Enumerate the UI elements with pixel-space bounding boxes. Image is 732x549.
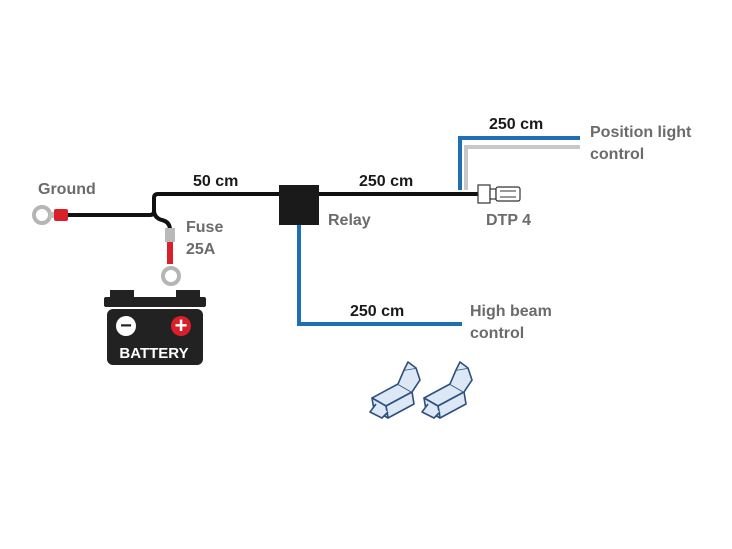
fuse-rating-label: 25A bbox=[186, 241, 216, 258]
length-position-light: 250 cm bbox=[489, 116, 543, 133]
position-light-grey-wire bbox=[464, 145, 580, 190]
battery-negative-icon bbox=[116, 316, 136, 336]
fuse-red-wire bbox=[167, 242, 173, 264]
battery-label: BATTERY bbox=[119, 345, 188, 362]
length-high-beam: 250 cm bbox=[350, 303, 404, 320]
dtp4-connector bbox=[477, 184, 521, 204]
position-light-label-line2: control bbox=[590, 146, 644, 163]
battery: − + BATTERY bbox=[104, 290, 206, 365]
battery-negative-symbol: − bbox=[120, 315, 132, 337]
relay-box bbox=[279, 185, 319, 225]
battery-positive-symbol: + bbox=[175, 313, 188, 338]
position-light-blue-wire bbox=[458, 136, 580, 190]
fuse-label: Fuse bbox=[186, 219, 223, 236]
battery-positive-icon bbox=[171, 316, 191, 336]
high-beam-label-line1: High beam bbox=[470, 303, 552, 320]
position-light-label-line1: Position light bbox=[590, 124, 692, 141]
ground-red-sleeve bbox=[54, 209, 68, 221]
high-beam-wire bbox=[297, 210, 462, 326]
fuse-black-lead bbox=[152, 209, 172, 231]
ground-ring-terminal bbox=[32, 205, 52, 225]
relay-label: Relay bbox=[328, 212, 371, 229]
tap-connector-right-icon bbox=[421, 361, 473, 419]
tap-connector-left-icon bbox=[369, 361, 421, 419]
ground-terminal-crimp bbox=[49, 212, 55, 218]
length-ground-to-relay: 50 cm bbox=[193, 173, 238, 190]
length-relay-to-dtp: 250 cm bbox=[359, 173, 413, 190]
ground-label: Ground bbox=[38, 181, 96, 198]
high-beam-label-line2: control bbox=[470, 325, 524, 342]
ground-wire bbox=[66, 192, 282, 217]
fuse-holder bbox=[165, 228, 175, 242]
dtp4-label: DTP 4 bbox=[486, 212, 531, 229]
battery-ring-terminal bbox=[161, 266, 181, 286]
